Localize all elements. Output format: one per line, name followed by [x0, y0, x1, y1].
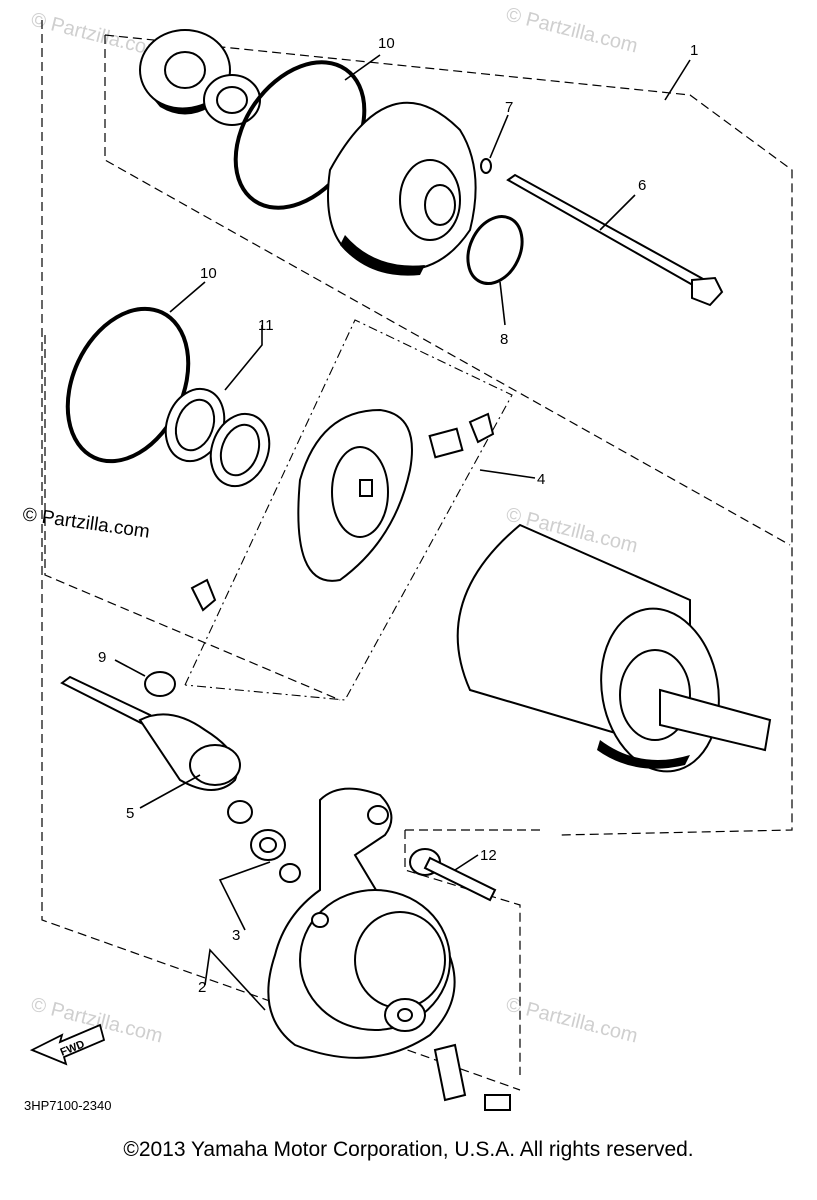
assembly-boundary-mid: [104, 35, 791, 546]
front-bracket: [327, 101, 477, 276]
leader-10-upper: [344, 54, 381, 81]
callout-6: 6: [638, 177, 646, 194]
yoke-armature: [456, 523, 772, 773]
callout-11: 11: [258, 317, 274, 334]
leader-2: [204, 948, 266, 1011]
leader-3: [218, 861, 271, 931]
watermark: © Partzilla.com: [504, 4, 640, 58]
leader-12: [454, 854, 479, 871]
leader-8: [499, 281, 506, 326]
callout-2: 2: [198, 979, 206, 996]
callout-10-lower: 10: [200, 265, 217, 282]
fwd-arrow-icon: FWD: [29, 1023, 106, 1066]
callout-7: 7: [505, 99, 513, 116]
inner-boundary: [44, 335, 341, 701]
washer-set-3: [227, 800, 301, 883]
bolt-12: [409, 848, 497, 902]
o-ring-8: [466, 215, 524, 285]
assembly-boundary-top: [104, 34, 793, 836]
callout-12: 12: [480, 847, 497, 864]
leader-9: [114, 659, 146, 677]
o-ring-7: [480, 158, 492, 174]
brush-holder-plate: [190, 408, 495, 612]
leader-10-lower: [169, 281, 206, 313]
washer-set-11: [164, 387, 271, 488]
terminal-bolt: [433, 1043, 511, 1111]
washer-9: [144, 671, 176, 697]
callout-5: 5: [126, 805, 134, 822]
leader-5: [139, 774, 201, 809]
callout-10-upper: 10: [378, 35, 395, 52]
front-bearing: [203, 74, 261, 126]
leader-1: [664, 59, 691, 101]
leader-7: [489, 114, 509, 159]
callout-3: 3: [232, 927, 240, 944]
brush-holder-group-boundary: [184, 319, 513, 701]
rear-cover-2: [267, 787, 456, 1059]
copyright-notice: ©2013 Yamaha Motor Corporation, U.S.A. A…: [123, 1138, 694, 1161]
callout-8: 8: [500, 331, 508, 348]
leader-4: [479, 469, 536, 479]
callout-1: 1: [690, 42, 698, 59]
watermark-dark: © Partzilla.com: [21, 504, 151, 543]
starting-motor-exploded-diagram: © Partzilla.com © Partzilla.com © Partzi…: [21, 4, 793, 1113]
armature-shaft-5: [60, 675, 241, 791]
callout-9: 9: [98, 649, 106, 666]
through-bolt-6: [506, 173, 724, 307]
watermark: © Partzilla.com: [504, 994, 640, 1048]
drawing-number: 3HP7100-2340: [24, 1098, 111, 1113]
callout-4: 4: [537, 471, 545, 488]
leader-6: [599, 194, 636, 231]
leader-11: [224, 325, 263, 391]
